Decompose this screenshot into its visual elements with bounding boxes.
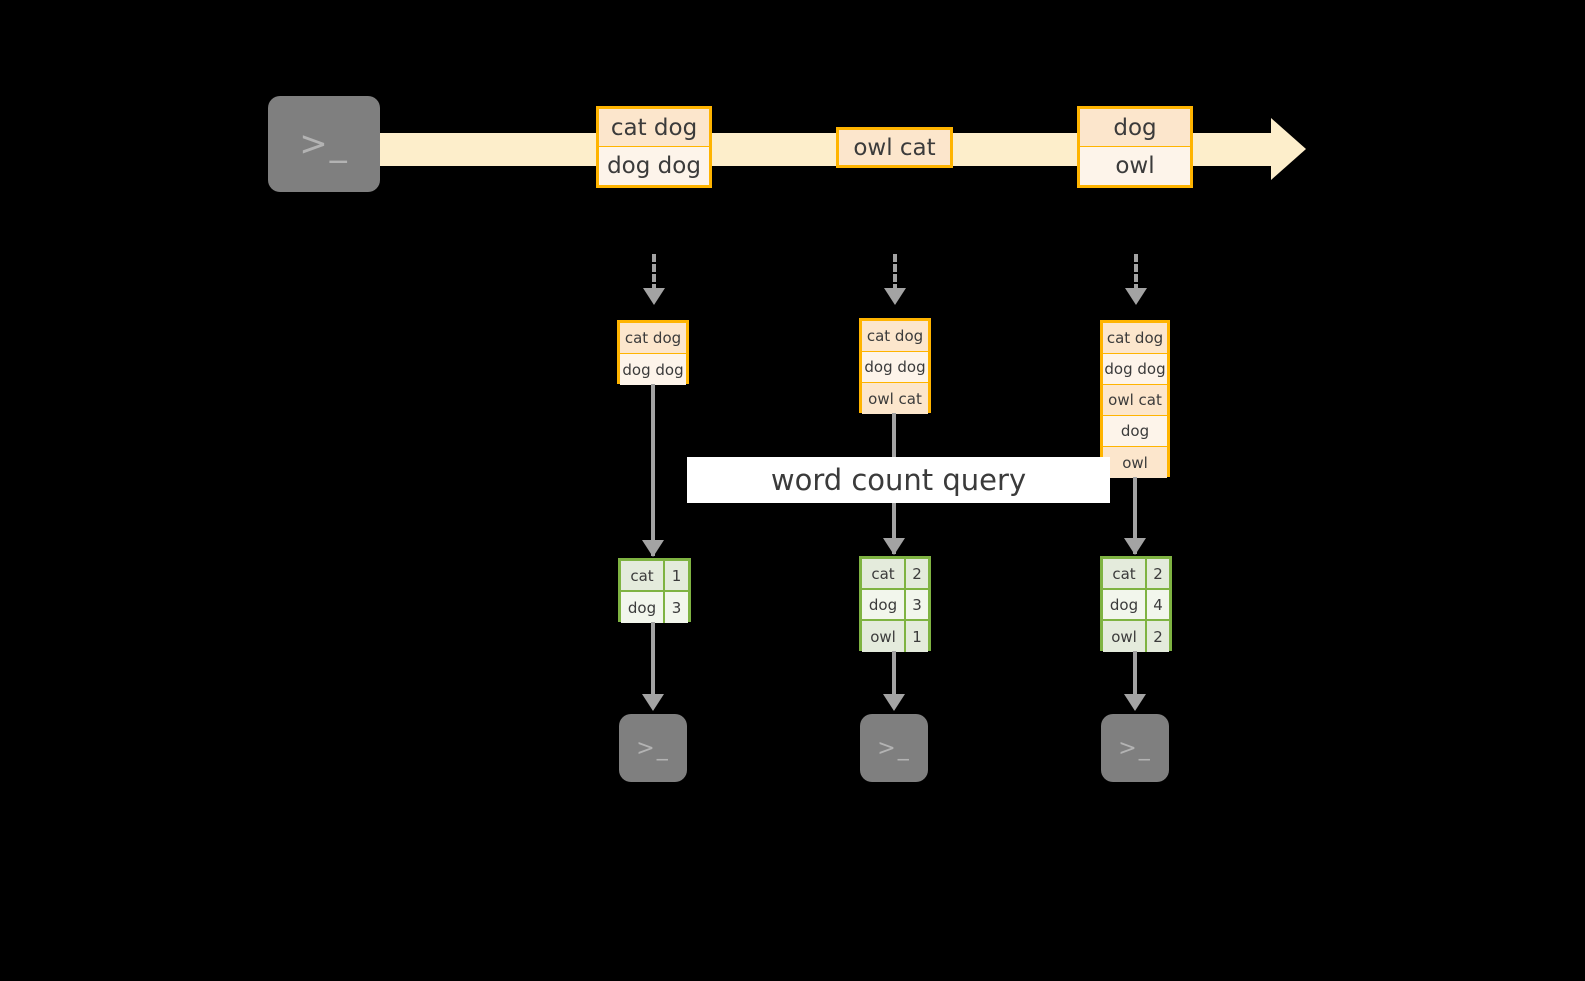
sink-arrow-3: [1133, 651, 1137, 694]
table-row: dog: [1103, 416, 1167, 447]
query-label-text: word count query: [770, 463, 1027, 497]
dashed-connector-1: [652, 254, 656, 292]
table-row: dog 3: [862, 590, 928, 621]
stream-batch-1: cat dog dog dog: [596, 106, 712, 188]
result-word: cat: [621, 561, 665, 590]
result-table-3: cat 2 dog 4 owl 2: [1100, 556, 1172, 652]
terminal-prompt-glyph: >_: [299, 124, 349, 164]
batch-line: owl cat: [839, 130, 950, 165]
sink-arrow-2: [892, 651, 896, 694]
result-count: 4: [1147, 590, 1169, 619]
result-count: 3: [906, 590, 928, 619]
table-row: owl cat: [862, 383, 928, 414]
source-terminal-icon: >_: [260, 88, 388, 200]
batch-line: dog dog: [599, 147, 709, 185]
result-word: dog: [621, 592, 665, 623]
query-arrow-3: [1133, 477, 1137, 554]
table-row: cat dog: [862, 321, 928, 352]
table-row: owl cat: [1103, 385, 1167, 416]
query-arrow-2-head: [883, 538, 905, 555]
dashed-connector-2: [893, 254, 897, 292]
dashed-connector-1-head: [643, 288, 665, 305]
table-row: cat 1: [621, 561, 688, 592]
terminal-prompt-glyph: >_: [877, 735, 911, 761]
table-row: dog 4: [1103, 590, 1169, 621]
table-row: cat 2: [862, 559, 928, 590]
result-count: 1: [906, 621, 928, 652]
dashed-connector-3-head: [1125, 288, 1147, 305]
table-row: owl: [1103, 447, 1167, 478]
result-word: cat: [862, 559, 906, 588]
table-row: dog dog: [862, 352, 928, 383]
accumulated-input-table-3: cat dog dog dog owl cat dog owl: [1100, 320, 1170, 478]
result-word: dog: [862, 590, 906, 619]
result-count: 2: [1147, 621, 1169, 652]
query-arrow-1-head: [642, 540, 664, 557]
table-row: dog dog: [1103, 354, 1167, 385]
table-row: cat dog: [620, 323, 686, 354]
sink-terminal-icon-1: >_: [612, 707, 694, 789]
batch-line: cat dog: [599, 109, 709, 147]
dashed-connector-2-head: [884, 288, 906, 305]
query-label-banner: word count query: [687, 457, 1110, 503]
query-arrow-3-head: [1124, 538, 1146, 555]
batch-line: owl: [1080, 147, 1190, 185]
result-word: cat: [1103, 559, 1147, 588]
result-count: 2: [1147, 559, 1169, 588]
table-row: cat dog: [1103, 323, 1167, 354]
result-word: owl: [862, 621, 906, 652]
terminal-prompt-glyph: >_: [636, 735, 670, 761]
table-row: cat 2: [1103, 559, 1169, 590]
stream-batch-3: dog owl: [1077, 106, 1193, 188]
sink-arrow-1-head: [642, 694, 664, 711]
result-word: dog: [1103, 590, 1147, 619]
table-row: dog 3: [621, 592, 688, 623]
result-count: 1: [665, 561, 688, 590]
result-count: 3: [665, 592, 688, 623]
stream-batch-2: owl cat: [836, 127, 953, 168]
dashed-connector-3: [1134, 254, 1138, 292]
sink-arrow-2-head: [883, 694, 905, 711]
query-arrow-1: [651, 384, 655, 556]
sink-terminal-icon-3: >_: [1094, 707, 1176, 789]
batch-line: dog: [1080, 109, 1190, 147]
result-table-1: cat 1 dog 3: [618, 558, 691, 623]
table-row: owl 1: [862, 621, 928, 652]
result-count: 2: [906, 559, 928, 588]
right-arrow-icon: [1271, 118, 1306, 180]
table-row: dog dog: [620, 354, 686, 385]
sink-arrow-1: [651, 622, 655, 694]
accumulated-input-table-2: cat dog dog dog owl cat: [859, 318, 931, 414]
table-row: owl 2: [1103, 621, 1169, 652]
accumulated-input-table-1: cat dog dog dog: [617, 320, 689, 385]
sink-terminal-icon-2: >_: [853, 707, 935, 789]
sink-arrow-3-head: [1124, 694, 1146, 711]
result-table-2: cat 2 dog 3 owl 1: [859, 556, 931, 652]
result-word: owl: [1103, 621, 1147, 652]
terminal-prompt-glyph: >_: [1118, 735, 1152, 761]
